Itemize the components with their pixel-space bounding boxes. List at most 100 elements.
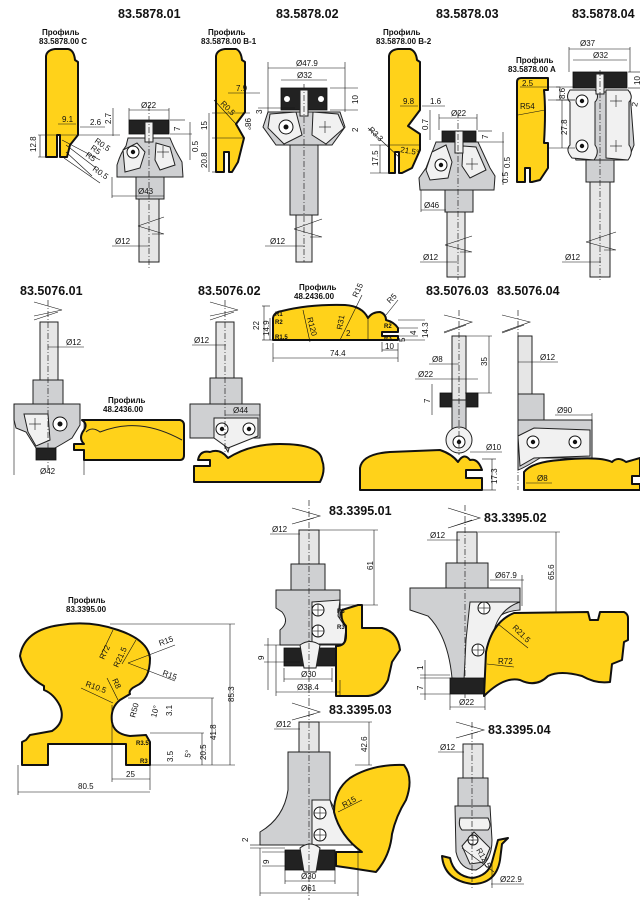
tool-code: 83.3395.02: [484, 511, 547, 525]
tool-83-3395-03: 83.3395.03 Ø12 42.6 R15 2 9 Ø30 Ø61: [241, 700, 411, 900]
dim-label: 15: [200, 121, 209, 130]
dim-label: 0.7: [421, 118, 430, 130]
dim-label: R15: [351, 281, 366, 299]
knife: [311, 111, 345, 145]
dim-label: Ø12: [272, 525, 288, 534]
tool-code: 83.3395.03: [329, 703, 392, 717]
tool-code: 83.5076.04: [497, 284, 560, 298]
dim-label: 7: [173, 126, 182, 131]
tool-code: 83.3395.04: [488, 723, 551, 737]
rotation-arrow-icon: [455, 721, 486, 739]
profile-title: Профиль: [299, 283, 337, 292]
dim-label: R3: [337, 609, 345, 615]
dim-label: Ø30: [301, 872, 317, 881]
dim-label: Ø42: [40, 467, 56, 476]
tool-83-5076-03: 83.5076.03 Ø8 Ø22 35 7 Ø10 17.3: [359, 284, 502, 491]
dim-label: R50: [128, 701, 141, 718]
dim-label: R2: [384, 324, 392, 330]
tool-83-5878-01: 83.5878.01 Профиль 83.5878.00 C 12.8 9.1…: [29, 7, 200, 268]
tool-code: 83.5076.01: [20, 284, 83, 298]
dim-label: Ø67.9: [495, 571, 517, 580]
dim-label: R3.3: [367, 125, 386, 144]
rotation-arrow-icon: [291, 702, 322, 721]
tool-83-3395-02: 83.3395.02 Ø12 Ø67.9 65.6 R21.5 R72 1 7 …: [409, 505, 629, 710]
rotation-arrow-icon: [443, 314, 474, 334]
rotation-arrow-icon: [585, 231, 617, 251]
tool-neck: [290, 563, 326, 591]
profile-title: Профиль: [68, 596, 106, 605]
dim-label: 8.6: [558, 87, 567, 99]
profile-workpiece: [441, 837, 509, 885]
dim-label: 35: [480, 357, 489, 366]
tool-83-5878-02: 83.5878.02 Профиль 83.5878.00 B-1 15 20.…: [200, 7, 360, 263]
dim-label: 9.1: [62, 115, 74, 124]
dim-label: 3.1: [165, 704, 174, 716]
dim-label: Ø90: [557, 406, 573, 415]
dim-label: 0.5: [503, 156, 512, 168]
dim-label: R3: [140, 759, 148, 765]
shank: [446, 211, 466, 278]
dim-label: 2: [241, 837, 250, 842]
profile-shape: [45, 48, 79, 158]
dim-label: R1.5: [275, 335, 288, 341]
profile-83-3395-00: Профиль 83.3395.00 R72 R21.5 R15 R15 R8 …: [17, 596, 236, 795]
dim-label: 61: [366, 561, 375, 570]
tool-neck: [517, 393, 545, 421]
dim-label: 1: [416, 665, 425, 670]
knife: [154, 142, 176, 171]
dim-label: Ø46: [424, 201, 440, 210]
profile-workpiece: [523, 457, 640, 491]
tool-neck: [444, 189, 474, 213]
bearing-screw: [454, 130, 464, 154]
dim-label: 2: [630, 101, 640, 107]
dim-label: Ø47.9: [296, 59, 318, 68]
bearing-screw: [299, 843, 321, 873]
dim-label: 1.6: [430, 97, 442, 106]
profile-code: 83.3395.00: [66, 605, 107, 614]
dim-label: 2.5: [522, 79, 534, 88]
knife: [605, 89, 632, 161]
dim-label: 5°: [183, 749, 193, 758]
dim-label: 2: [351, 127, 360, 132]
tool-83-3395-01: 83.3395.01 Ø12 61 R3 R3 9 Ø30 Ø38.4: [257, 500, 401, 700]
profile-code: 83.5878.00 A: [508, 65, 556, 74]
dim-label: Ø12: [115, 237, 131, 246]
profile-shape: [516, 77, 549, 183]
knife: [458, 817, 491, 831]
dim-label: 5: [398, 337, 407, 342]
profile-shape: [388, 48, 421, 174]
tool-code: 83.5878.02: [276, 7, 339, 21]
dim-label: R3: [384, 336, 392, 342]
profile-code: 83.5878.00 B-1: [201, 37, 257, 46]
dim-label: 17.3: [490, 468, 499, 484]
dim-label: Ø12: [430, 531, 446, 540]
dim-label: R3.5: [136, 741, 149, 747]
rotation-arrow-icon: [293, 218, 323, 238]
dim-label: 12.8: [29, 136, 38, 152]
profile-title: Профиль: [383, 28, 421, 37]
dim-label: Ø30: [301, 670, 317, 679]
dim-label: Ø22: [418, 370, 434, 379]
dim-label: Ø12: [66, 338, 82, 347]
rotation-arrow-icon: [444, 235, 473, 253]
dim-label: Ø43: [138, 187, 154, 196]
dim-label: 2.7: [104, 112, 113, 124]
dim-label: 22: [252, 321, 261, 330]
dim-label: 9.8: [403, 97, 415, 106]
tool-neck: [209, 377, 243, 407]
dim-label: 14.3: [421, 322, 430, 338]
tool-code: 83.5076.03: [426, 284, 489, 298]
bearing: [439, 392, 453, 408]
dim-label: 10: [633, 76, 640, 85]
dim-label: R5: [385, 291, 399, 305]
dim-label: 3.5: [166, 750, 175, 762]
dim-label: 4: [409, 330, 418, 335]
dim-label: 14.9: [262, 320, 271, 336]
dim-label: 0.5: [191, 140, 200, 152]
dim-label: 27.8: [560, 119, 569, 135]
tool-code: 83.5878.01: [118, 7, 181, 21]
dim-label: 21.5°: [400, 145, 420, 157]
dim-label: Ø12: [440, 743, 456, 752]
shank: [517, 335, 533, 397]
